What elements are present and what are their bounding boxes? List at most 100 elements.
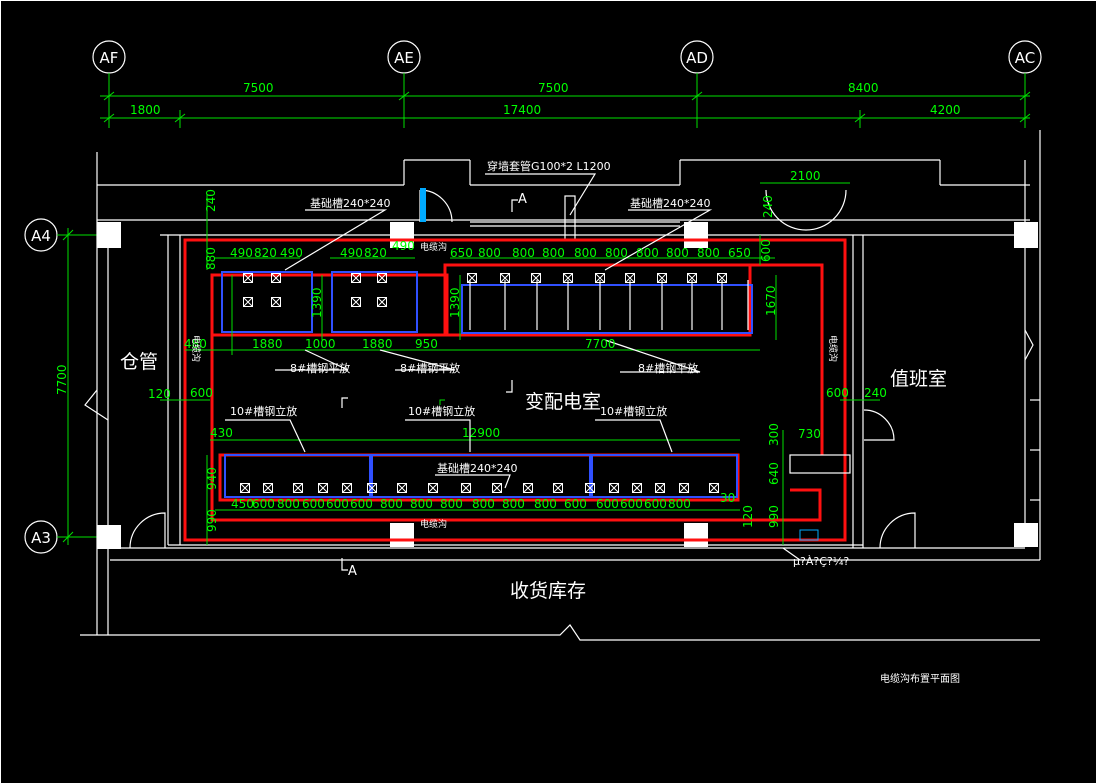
anchor-box xyxy=(271,297,281,307)
anchor-box xyxy=(351,273,361,283)
dim-bottom-0: 450 xyxy=(231,497,254,511)
dim-990-right: 990 xyxy=(767,505,781,528)
anchor-box xyxy=(492,483,502,493)
dim-g2-0: 490 xyxy=(340,246,363,260)
door-swing-left xyxy=(129,512,166,549)
dim-600-right: 600 xyxy=(826,386,849,400)
dim-left-7700: 7700 xyxy=(55,364,69,395)
room-names: 变配电室 仓管 值班室 收货库存 xyxy=(120,351,947,602)
anchor-x-mark xyxy=(717,273,727,283)
inner-dim-lines xyxy=(160,182,880,545)
label-trench-top: 电缆沟 xyxy=(420,241,447,253)
anchor-box xyxy=(531,273,541,283)
section-mark-bottom xyxy=(341,558,348,571)
dim-640: 640 xyxy=(767,462,781,485)
label-garbled: µ?À?Ç?¼? xyxy=(793,555,849,568)
dim-bottom-4: 600 xyxy=(326,497,349,511)
anchor-x-mark xyxy=(500,273,510,283)
dim-g3-4: 800 xyxy=(574,246,597,260)
dim-1000: 1000 xyxy=(305,337,336,351)
anchor-box xyxy=(397,483,407,493)
anchor-box xyxy=(717,273,727,283)
column-ad-a4 xyxy=(684,222,708,248)
leader-lines xyxy=(225,173,801,561)
steel-bases xyxy=(221,271,753,498)
anchor-x-mark xyxy=(243,297,253,307)
anchor-box xyxy=(461,483,471,493)
dim-990-left: 990 xyxy=(205,509,219,532)
anchor-box xyxy=(563,273,573,283)
anchor-x-mark xyxy=(687,273,697,283)
axis-label-a3: A3 xyxy=(31,529,51,547)
label-steel8-b: 8#槽钢平放 xyxy=(400,361,460,375)
dim-1390b: 1390 xyxy=(448,287,462,318)
label-steel8-c: 8#槽钢平放 xyxy=(638,361,698,375)
anchor-box xyxy=(679,483,689,493)
column-ac-a3 xyxy=(1014,523,1038,547)
dim-300: 300 xyxy=(767,423,781,446)
anchor-x-mark xyxy=(428,483,438,493)
dim-1880b: 1880 xyxy=(362,337,393,351)
door-swing-right xyxy=(863,409,895,441)
anchor-x-mark xyxy=(595,273,605,283)
anchor-box xyxy=(585,483,595,493)
dim-bottom-15: 600 xyxy=(644,497,667,511)
anchor-box xyxy=(500,273,510,283)
dim-480: 480 xyxy=(184,337,207,351)
section-mark-mid-left xyxy=(341,397,348,408)
anchor-box xyxy=(595,273,605,283)
axis-label-ac: AC xyxy=(1015,49,1035,67)
label-foundation-3: 基础槽240*240 xyxy=(437,462,518,475)
trench-inner xyxy=(210,275,822,522)
anchor-x-mark xyxy=(397,483,407,493)
dim-g3-5: 800 xyxy=(605,246,628,260)
anchor-box xyxy=(377,297,387,307)
dim-2100: 2100 xyxy=(790,169,821,183)
anchor-x-mark xyxy=(657,273,667,283)
anchor-box xyxy=(467,273,477,283)
anchor-box xyxy=(351,297,361,307)
anchor-box xyxy=(553,483,563,493)
column-ac-a4 xyxy=(1014,222,1038,248)
anchor-box xyxy=(709,483,719,493)
label-steel10-b: 10#槽钢立放 xyxy=(408,404,475,418)
anchor-boxes xyxy=(240,273,727,493)
anchor-box xyxy=(367,483,377,493)
trench-right xyxy=(750,263,824,455)
dim-240-door: 240 xyxy=(761,195,775,218)
dim-bottom-2: 800 xyxy=(277,497,300,511)
cabinet-verticals xyxy=(469,280,749,330)
dim-12900: 12900 xyxy=(462,426,500,440)
dim-g3-2: 800 xyxy=(512,246,535,260)
trench-cabinet-left xyxy=(210,273,449,337)
dim-bottom-10: 800 xyxy=(502,497,525,511)
label-section-top: A xyxy=(518,192,527,207)
dim-g2-2: 490 xyxy=(392,239,415,253)
dim-bottom-8: 800 xyxy=(440,497,463,511)
anchor-x-mark xyxy=(240,483,250,493)
dim-bottom-5: 600 xyxy=(350,497,373,511)
dim-g1-0: 490 xyxy=(230,246,253,260)
dim-950: 950 xyxy=(415,337,438,351)
room-left: 仓管 xyxy=(120,351,158,373)
anchor-box xyxy=(342,483,352,493)
dim-240-right: 240 xyxy=(864,386,887,400)
anchor-box xyxy=(655,483,665,493)
anchor-box xyxy=(523,483,533,493)
axis-label-ae: AE xyxy=(394,49,414,67)
anchor-box xyxy=(428,483,438,493)
anchor-x-mark xyxy=(679,483,689,493)
dim-bottom-11: 800 xyxy=(534,497,557,511)
building-walls xyxy=(80,130,1041,641)
anchor-x-mark xyxy=(553,483,563,493)
steel-base-6 xyxy=(591,454,738,498)
room-right: 值班室 xyxy=(890,368,947,390)
left-dimension: 7700 xyxy=(55,228,74,545)
column-af-a4 xyxy=(97,222,121,248)
dim-bottom-3: 600 xyxy=(302,497,325,511)
dim-bottom-12: 600 xyxy=(564,497,587,511)
anchor-x-mark xyxy=(609,483,619,493)
label-trench-bottom: 电缆沟 xyxy=(420,518,447,530)
anchor-x-mark xyxy=(632,483,642,493)
